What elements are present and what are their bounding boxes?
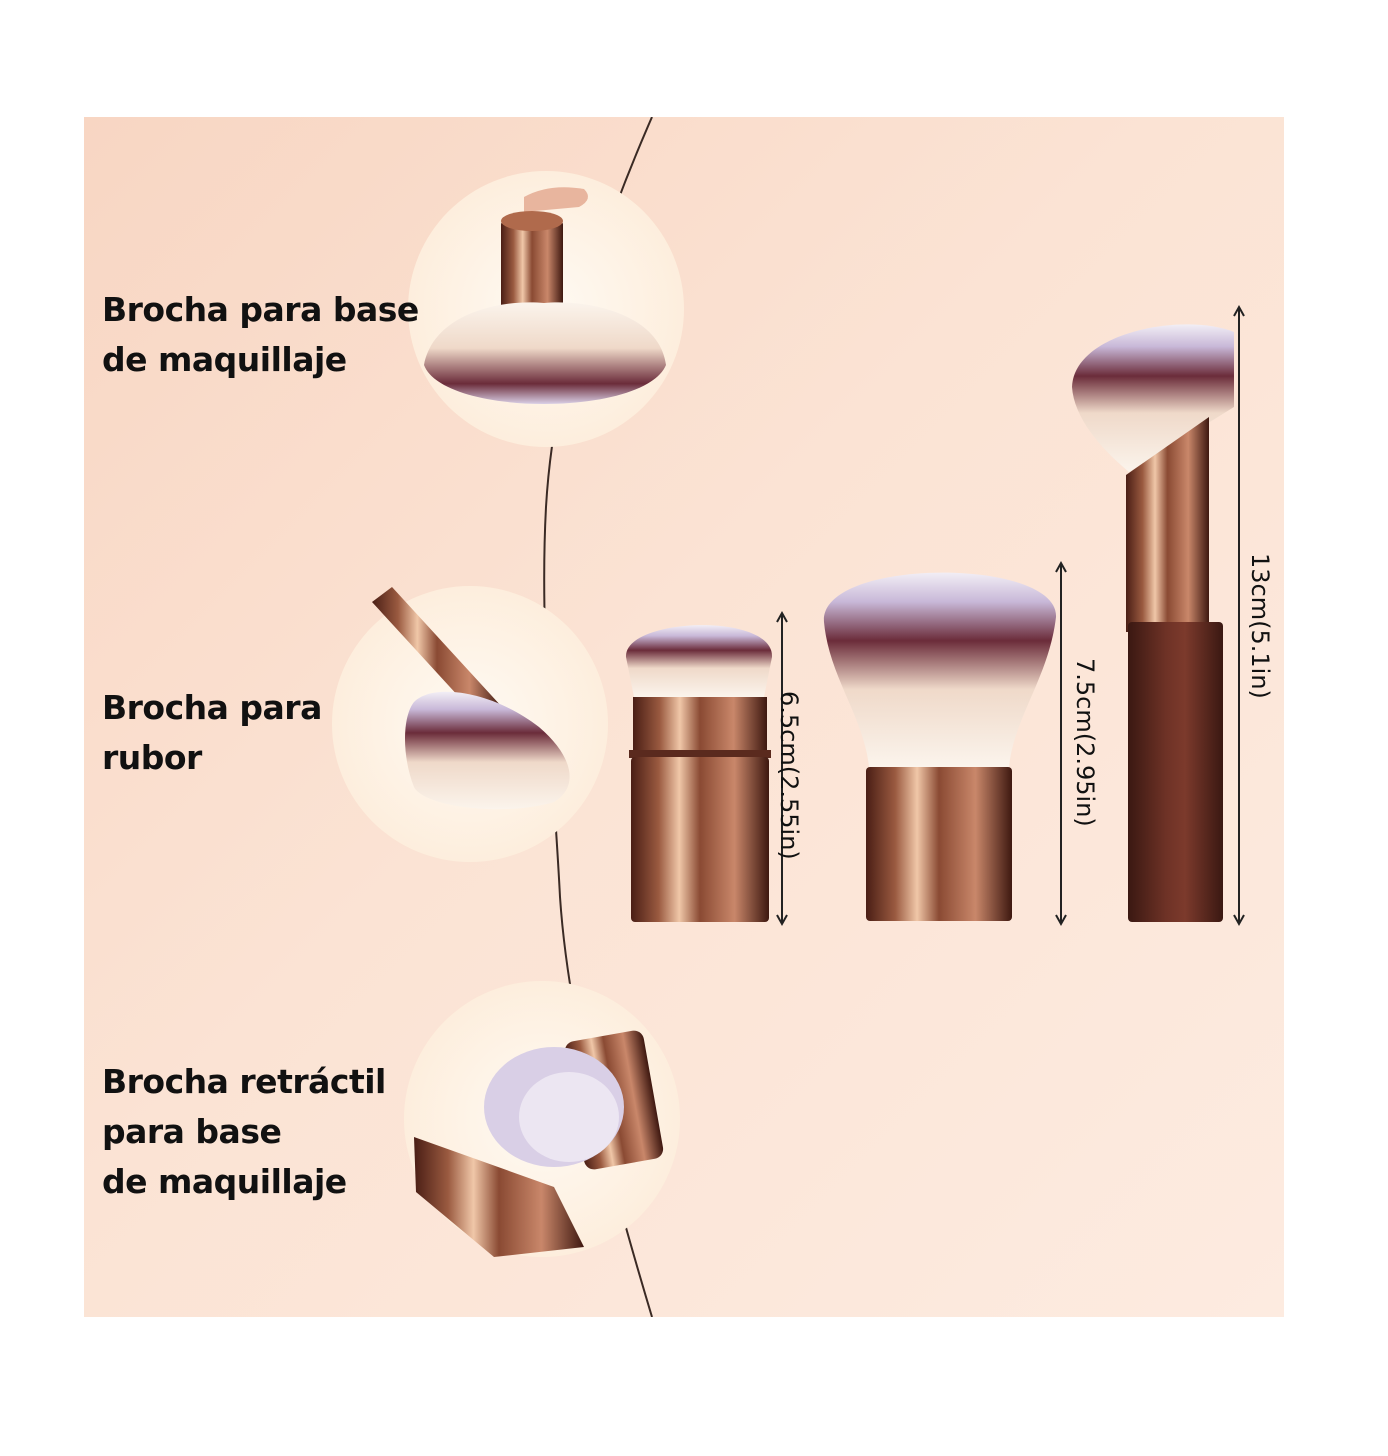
retractable-brush bbox=[625, 625, 773, 922]
product-illustration bbox=[332, 117, 1245, 1317]
kabuki-brush bbox=[823, 572, 1057, 921]
label-retractable-brush: Brocha retráctil para base de maquillaje bbox=[102, 1062, 386, 1201]
product-panel: Brocha para base de maquillaje Brocha pa… bbox=[84, 117, 1284, 1317]
label-blush-brush: Brocha para rubor bbox=[102, 688, 322, 777]
foundation-brush-closeup bbox=[408, 171, 684, 447]
dimension-angled: 13cm(5.1in) bbox=[1246, 553, 1274, 699]
blush-brush-closeup bbox=[332, 586, 608, 862]
dimension-retractable: 6.5cm(2.55in) bbox=[775, 691, 803, 860]
retractable-brush-closeup bbox=[404, 981, 680, 1257]
angled-brush bbox=[1072, 324, 1234, 922]
dimension-kabuki: 7.5cm(2.95in) bbox=[1071, 658, 1099, 827]
label-foundation-brush: Brocha para base de maquillaje bbox=[102, 290, 419, 379]
